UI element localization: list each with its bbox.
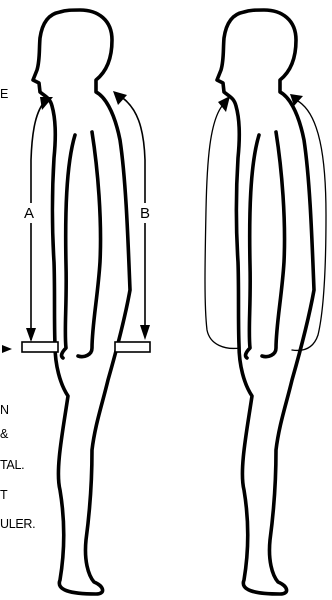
measure-a-bottom-arrowhead [26, 328, 36, 342]
left-figure: A B [2, 10, 157, 594]
left-arm-back-edge [78, 132, 101, 357]
measure-a-label: A [24, 205, 34, 222]
front-outline-loop [205, 106, 240, 348]
edge-pointer-arrowhead [2, 345, 12, 353]
top-edge-text-fragment: E [0, 88, 8, 101]
measure-b-label: B [140, 205, 150, 222]
measure-b-bottom-arrowhead [140, 325, 150, 340]
right-arm-back-edge [262, 132, 285, 357]
right-arm-front-edge [246, 135, 259, 358]
right-figure [205, 10, 326, 594]
left-arm-front-edge [62, 135, 75, 358]
caption-line: TAL. [0, 459, 24, 472]
caption-line: N [0, 404, 9, 417]
caption-line: ULER. [0, 518, 35, 531]
left-ruler-back [115, 342, 150, 352]
caption-line: T [0, 489, 7, 502]
left-ruler-front [22, 342, 58, 352]
caption-line: & [0, 428, 8, 441]
measure-b-top-arrowhead [113, 91, 127, 105]
